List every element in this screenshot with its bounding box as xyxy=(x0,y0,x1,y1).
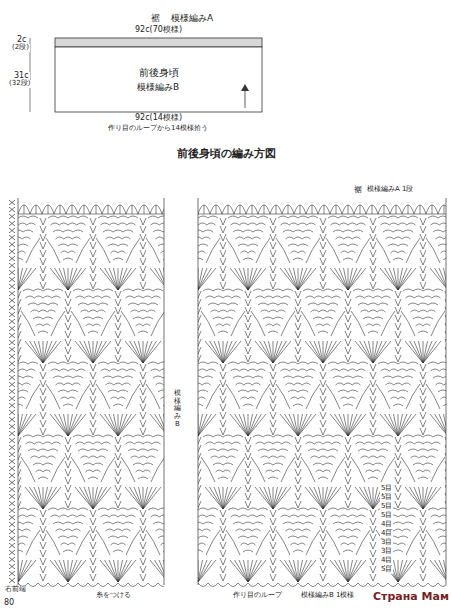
node-text: 前後身頃 xyxy=(138,67,180,78)
row-count: 3目 xyxy=(380,539,393,547)
stitch-strokes xyxy=(18,205,164,587)
body-panel: 前後身頃模様編みB xyxy=(55,47,262,112)
node-text: 裾 xyxy=(150,14,161,24)
dimension-label: 92c(70模様) xyxy=(134,26,183,35)
row-count: 4目 xyxy=(380,530,393,538)
dimension-label: 作り目のループから14模様拾う xyxy=(107,125,209,133)
dimension-label: 裾 xyxy=(353,186,363,195)
dimension-label: 80 xyxy=(3,599,15,608)
row-count: 4目 xyxy=(380,521,393,529)
dimension-label: 右前端 xyxy=(4,586,27,594)
watermark: Страна Мам xyxy=(372,591,450,603)
dimension-label: 糸をつける xyxy=(95,592,132,600)
row-count: 3目 xyxy=(380,548,393,556)
node-text: 模様編みB xyxy=(136,83,180,93)
chart-title: 前後身頃の編み方図 xyxy=(176,148,277,160)
stitch-strokes xyxy=(9,198,446,585)
row-count: 5目 xyxy=(380,512,393,520)
node-text: 模様編みA xyxy=(170,14,214,24)
dimension-label: 作り目のループ xyxy=(232,592,283,600)
dimension-label: 模様編みA 1段 xyxy=(366,186,414,194)
dimension-label: 模様編みB xyxy=(173,390,182,428)
dimension-label: 模様編みB 1模様 xyxy=(300,592,355,600)
row-count: 4目 xyxy=(380,557,393,565)
dimension-label: 92c(14模様) xyxy=(134,114,183,123)
row-count: 5目 xyxy=(380,503,393,511)
dimension-label: (32段) xyxy=(8,80,31,88)
row-count: 5目 xyxy=(380,494,393,502)
stitch-strokes xyxy=(198,205,446,587)
row-count: 5目 xyxy=(380,485,393,493)
row-count: 5目 xyxy=(380,566,393,574)
dimension-label: (2段) xyxy=(11,44,30,52)
